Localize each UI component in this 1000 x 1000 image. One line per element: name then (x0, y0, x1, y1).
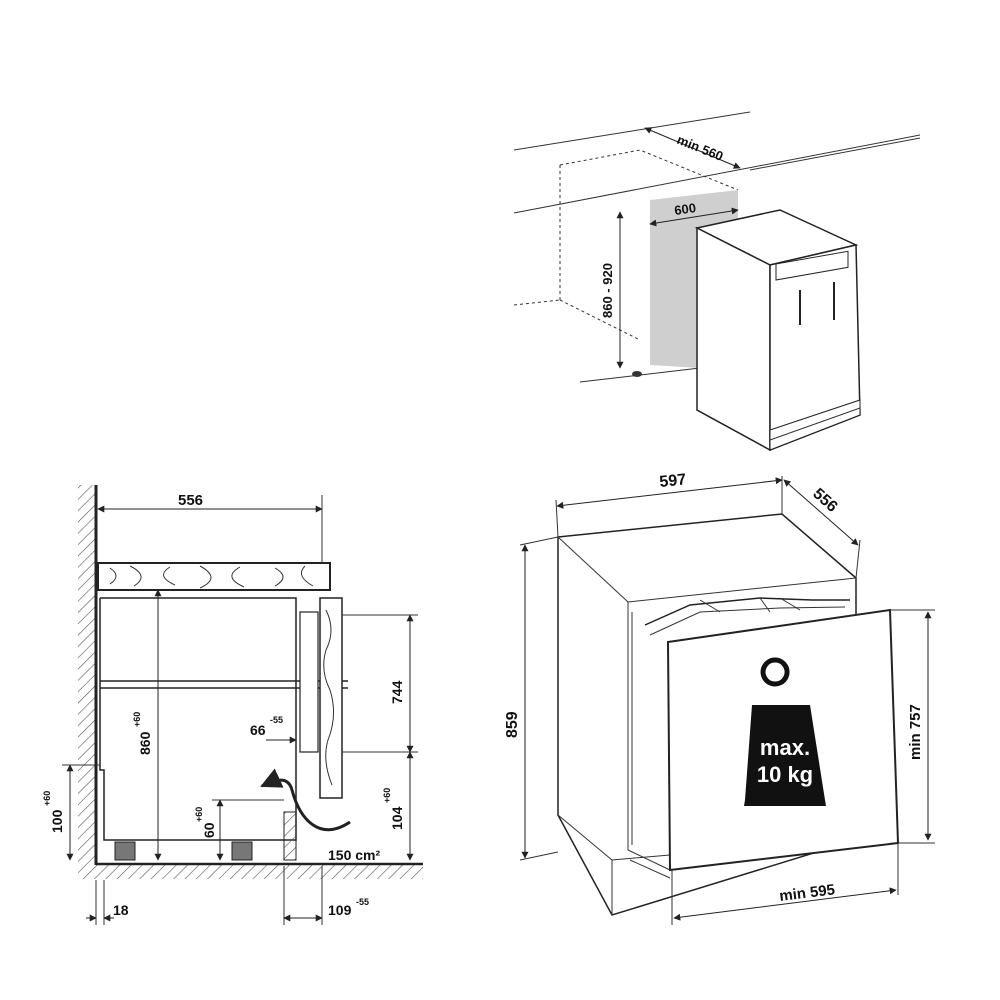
niche-depth-label: min 560 (675, 132, 726, 164)
niche-width-label: 600 (673, 200, 697, 218)
front-height-label: 859 (504, 711, 521, 738)
appliance-side (696, 226, 771, 452)
side-plinth-offset-tol: -55 (356, 897, 369, 907)
weight-line1: max. (760, 735, 810, 760)
side-gap-tol: -55 (270, 715, 283, 725)
niche-diagram: min 560 600 860 - 920 (513, 111, 921, 452)
side-plinth-offset-label: 109 (328, 902, 352, 918)
side-height-label: 860 (137, 731, 153, 755)
side-plinth-left-label: 100 (49, 809, 65, 833)
side-plinth-right-tol: +60 (382, 788, 392, 803)
side-foot-tol: +60 (194, 807, 204, 822)
front-appliance-diagram: max. 10 kg 597 556 859 min 757 min 595 (504, 471, 935, 925)
floor (78, 865, 423, 879)
side-door-label: 744 (389, 680, 405, 704)
side-section-diagram: 556 860 +60 744 104 +60 100 +60 (42, 485, 423, 925)
side-plinth-left-tol: +60 (42, 791, 52, 806)
weight-icon (744, 657, 826, 806)
side-foot-label: 60 (201, 822, 217, 838)
side-wall-offset-label: 18 (113, 902, 129, 918)
door-panel (319, 597, 343, 799)
side-height-tol: +60 (132, 712, 142, 727)
weight-line2: 10 kg (757, 762, 813, 787)
front-width-label: 597 (659, 471, 687, 491)
countertop (97, 562, 331, 591)
front-door-height-label: min 757 (907, 704, 924, 760)
side-plinth-right-label: 104 (389, 806, 405, 830)
front-door-width-label: min 595 (778, 881, 836, 905)
wall (78, 485, 96, 865)
niche-height-label: 860 - 920 (600, 263, 615, 318)
side-depth-label: 556 (178, 492, 203, 509)
side-gap-label: 66 (250, 722, 266, 738)
side-vent-label: 150 cm² (328, 847, 380, 863)
front-depth-label: 556 (809, 485, 840, 516)
